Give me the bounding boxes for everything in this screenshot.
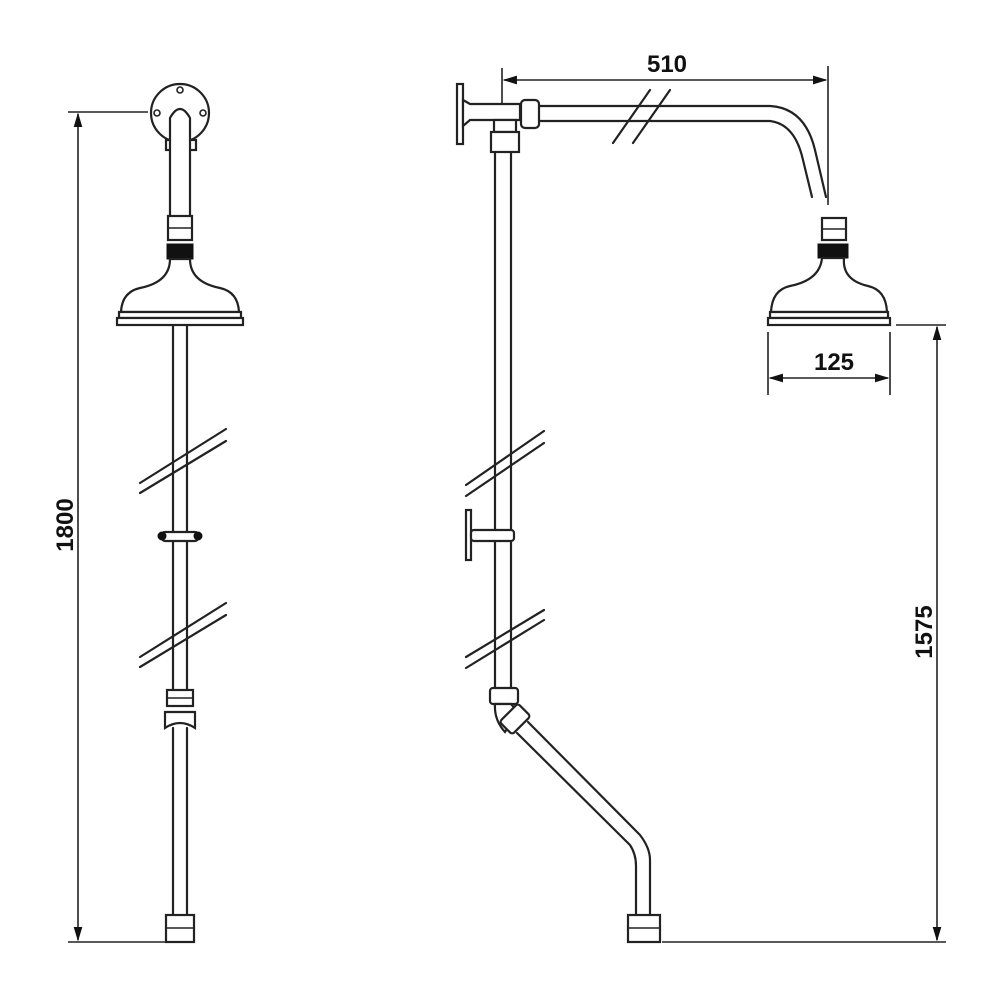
dimension-label-1800: 1800	[52, 498, 79, 551]
dimension-125: 125	[767, 332, 891, 395]
riser-bracket-side	[464, 508, 516, 562]
offset-pipe	[515, 720, 652, 917]
riser-top-nut	[489, 130, 521, 154]
elbow-coupling	[163, 710, 197, 731]
riser-pipe-side	[493, 150, 513, 690]
shower-head-front	[115, 257, 245, 327]
wall-flange	[149, 82, 211, 220]
break-lines	[138, 427, 228, 669]
break-lines	[464, 429, 546, 670]
elbow-nut	[499, 703, 531, 735]
side-view: 510 125	[455, 51, 946, 944]
dimension-label-1575: 1575	[911, 605, 938, 658]
dimension-label-510: 510	[647, 51, 687, 78]
dimension-1800: 1800	[52, 111, 168, 943]
arm-nut	[519, 98, 541, 130]
shower-arm	[537, 88, 828, 199]
coupling-nut	[488, 686, 520, 706]
front-view: 1800	[52, 82, 245, 944]
riser-bracket	[157, 530, 203, 543]
swivel-joint	[817, 243, 849, 259]
dimension-label-125: 125	[814, 349, 854, 376]
dimension-510: 510	[501, 51, 829, 205]
riser-pipe-front	[171, 323, 189, 692]
dimension-1575: 1575	[662, 324, 946, 943]
shower-head-side	[766, 256, 892, 327]
swivel-joint	[166, 243, 194, 260]
